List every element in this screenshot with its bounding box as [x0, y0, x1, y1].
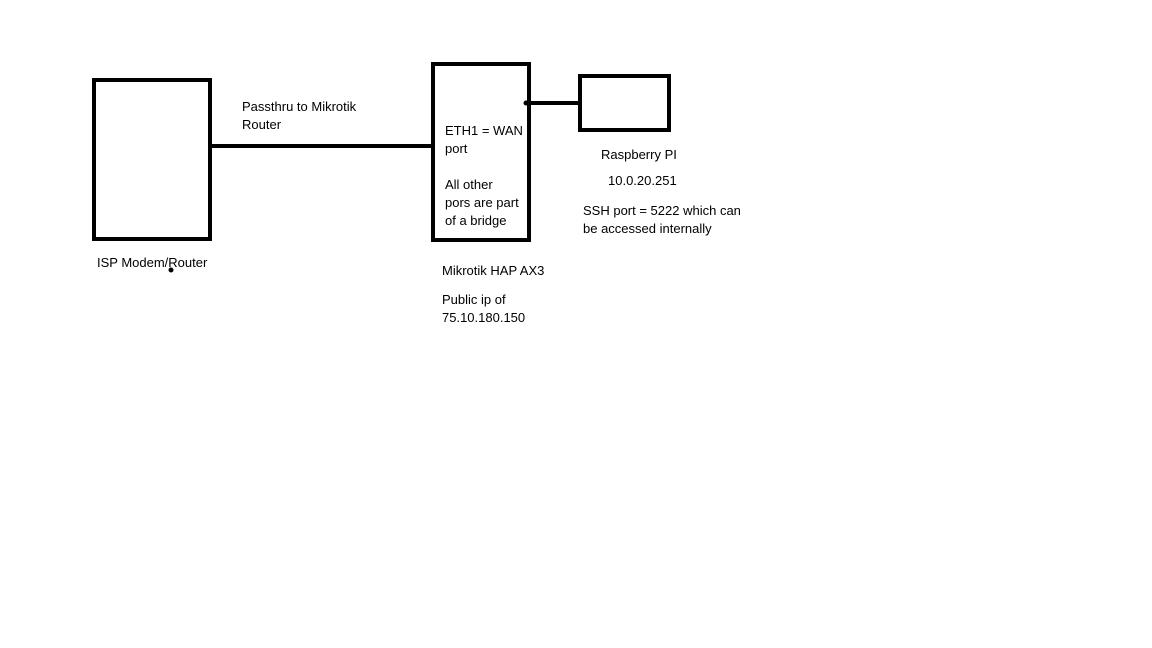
raspberry-pi-ip: 10.0.20.251	[608, 173, 677, 188]
isp-modem-box	[92, 78, 212, 241]
raspberry-pi-ssh-note: SSH port = 5222 which can be accessed in…	[583, 203, 741, 236]
mikrotik-port-notes: ETH1 = WAN port All other pors are part …	[445, 123, 523, 228]
raspberry-pi-label: Raspberry PI	[601, 147, 677, 162]
isp-to-mikrotik-link-label: Passthru to Mikrotik Router	[242, 99, 357, 132]
mikrotik-public-ip: Public ip of 75.10.180.150	[442, 292, 526, 325]
mikrotik-router-box	[431, 62, 531, 242]
link-endpoint-dot	[523, 100, 529, 106]
pen-mark-dot	[168, 267, 174, 273]
raspberry-pi-box	[578, 74, 671, 132]
mikrotik-label: Mikrotik HAP AX3	[442, 263, 545, 278]
isp-modem-label: ISP Modem/Router	[97, 255, 208, 270]
